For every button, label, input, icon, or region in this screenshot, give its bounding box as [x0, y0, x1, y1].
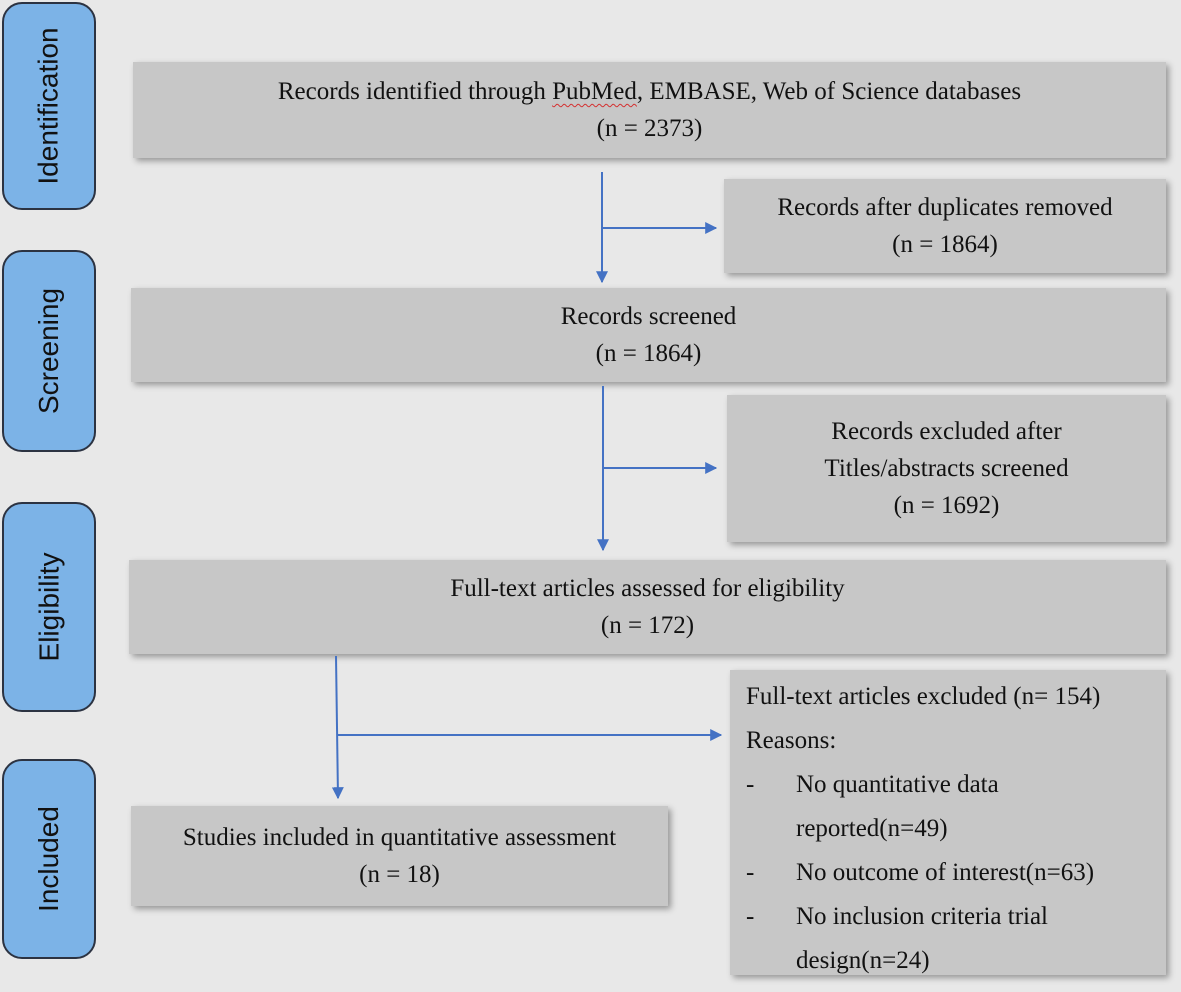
list-dash: - [746, 859, 755, 886]
records-excluded-text-2: Titles/abstracts screened [824, 455, 1069, 482]
exclusion-reason: - No inclusion criteria trial design(n=2… [746, 898, 1150, 979]
exclusion-reasons-list: - No quantitative data reported(n=49) - … [746, 766, 1150, 979]
list-dash: - [746, 903, 755, 930]
phase-screening-label: Screening [33, 287, 64, 415]
duplicates-removed-count: (n = 1864) [892, 231, 998, 258]
exclusion-reason: - No quantitative data reported(n=49) [746, 766, 1150, 847]
records-excluded-text-1: Records excluded after [831, 418, 1062, 445]
duplicates-removed-box: Records after duplicates removed (n = 18… [724, 179, 1166, 273]
records-identified-box: Records identified through PubMed, EMBAS… [133, 62, 1166, 158]
phase-eligibility-label: Eligibility [33, 552, 64, 662]
fulltext-excluded-reasons-heading: Reasons: [746, 727, 837, 754]
fulltext-assessed-box: Full-text articles assessed for eligibil… [129, 560, 1166, 654]
studies-included-box: Studies included in quantitative assessm… [131, 806, 668, 906]
duplicates-removed-text: Records after duplicates removed [777, 194, 1113, 221]
records-excluded-box: Records excluded after Titles/abstracts … [727, 395, 1166, 542]
records-excluded-count: (n = 1692) [893, 492, 1000, 519]
fulltext-excluded-text: Full-text articles excluded (n= 154) [746, 683, 1101, 710]
list-dash: - [746, 771, 755, 798]
fulltext-assessed-text: Full-text articles assessed for eligibil… [450, 575, 845, 602]
studies-included-count: (n = 18) [359, 861, 440, 888]
phase-identification: Identification [2, 2, 96, 210]
records-identified-count: (n = 2373) [596, 115, 703, 142]
records-identified-text: Records identified through PubMed, EMBAS… [277, 78, 1022, 105]
exclusion-reason: - No outcome of interest(n=63) [746, 854, 1150, 891]
fulltext-assessed-count: (n = 172) [600, 612, 695, 639]
records-screened-count: (n = 1864) [595, 340, 702, 367]
fulltext-excluded-box: Full-text articles excluded (n= 154) Rea… [730, 670, 1166, 975]
phase-eligibility: Eligibility [2, 502, 96, 712]
phase-included: Included [2, 759, 96, 959]
phase-identification-label: Identification [33, 27, 64, 185]
arrow-fulltext-to-included [331, 655, 344, 800]
phase-screening: Screening [2, 250, 96, 452]
records-screened-text: Records screened [560, 303, 737, 330]
records-screened-box: Records screened (n = 1864) [131, 288, 1166, 382]
studies-included-text: Studies included in quantitative assessm… [182, 824, 617, 851]
phase-included-label: Included [33, 806, 64, 912]
spellcheck-flagged-word: PubMed [552, 78, 637, 105]
